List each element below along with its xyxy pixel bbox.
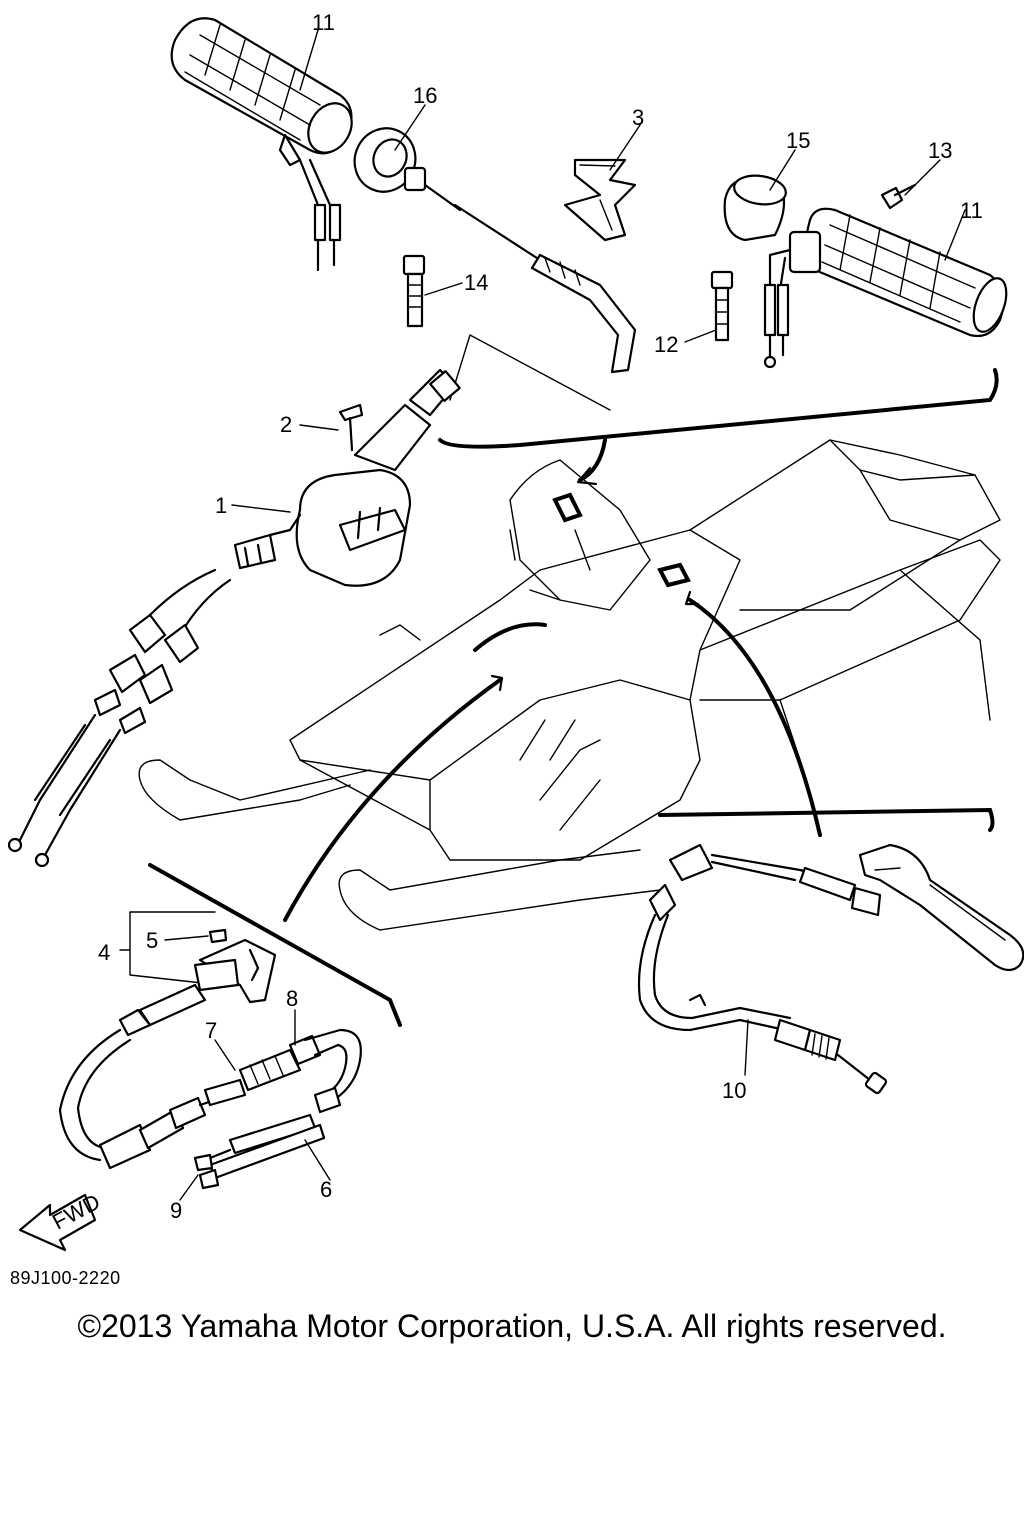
- label-1: 1: [215, 493, 227, 518]
- screw-13: [880, 183, 917, 210]
- lower-assembly: [58, 911, 362, 1190]
- throttle-cables-left: [7, 568, 232, 868]
- clip-3: [563, 158, 637, 242]
- label-11-left: 11: [312, 10, 335, 35]
- label-6: 6: [320, 1177, 332, 1202]
- brake-lever: [858, 843, 1024, 972]
- band-14: [402, 254, 426, 328]
- label-15: 15: [786, 128, 810, 153]
- fwd-arrow-icon: FWD: [18, 1189, 104, 1252]
- band-12: [710, 270, 734, 342]
- label-2: 2: [280, 412, 292, 437]
- label-5: 5: [146, 928, 158, 953]
- label-8: 8: [286, 986, 298, 1011]
- label-7: 7: [205, 1018, 217, 1043]
- right-grip: [763, 207, 1008, 369]
- label-4: 4: [98, 940, 110, 965]
- part-numbers: 11 16 3 15 13 11 14 12 2 1 4 5 8 7 6 9 1…: [98, 10, 983, 1223]
- label-13: 13: [928, 138, 952, 163]
- leader-lines: [179, 29, 966, 1201]
- label-9: 9: [170, 1198, 182, 1223]
- label-16: 16: [413, 83, 437, 108]
- upper-group-brackets: [438, 334, 999, 486]
- throttle-cable-top: [403, 166, 637, 374]
- label-11-right: 11: [960, 198, 983, 223]
- location-arrows: [148, 492, 995, 1027]
- snowmobile-body: [138, 439, 1001, 931]
- label-14: 14: [464, 270, 488, 295]
- throttle-housing: [233, 368, 461, 587]
- left-grip: [170, 17, 353, 272]
- label-10: 10: [722, 1078, 746, 1103]
- label-12: 12: [654, 332, 678, 357]
- ring-15: [723, 174, 787, 242]
- brake-cable-10: [637, 843, 888, 1095]
- parts-diagram: FWD 11 16 3 15 13 11 14 12 2 1 4 5 8 7 6: [7, 10, 1024, 1252]
- copyright-notice: ©2013 Yamaha Motor Corporation, U.S.A. A…: [77, 1308, 947, 1344]
- label-3: 3: [632, 105, 644, 130]
- diagram-code: 89J100-2220: [10, 1268, 121, 1288]
